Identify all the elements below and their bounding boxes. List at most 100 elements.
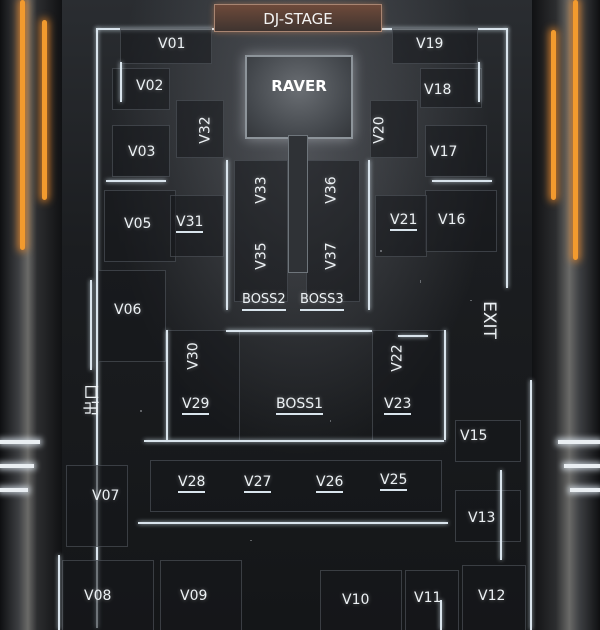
room-block — [455, 420, 521, 462]
wall — [144, 440, 444, 442]
wall — [226, 160, 228, 310]
left-pillar — [0, 0, 62, 630]
room-block — [462, 565, 526, 630]
wall — [432, 180, 492, 182]
wall — [166, 330, 168, 440]
room-label-v30: V30 — [185, 342, 202, 370]
room-label-v03: V03 — [128, 144, 156, 160]
orange-light-strip — [573, 0, 578, 260]
room-label-v16: V16 — [438, 212, 466, 228]
dust-speck — [250, 540, 252, 541]
orange-light-strip — [42, 20, 47, 200]
room-label-v26: V26 — [316, 474, 344, 493]
boss-room-label-1: BOSS1 — [276, 396, 324, 415]
room-block — [66, 465, 128, 547]
wall — [530, 380, 532, 630]
room-block — [306, 160, 360, 302]
wall — [90, 280, 92, 370]
side-light-bar — [570, 488, 600, 492]
boss-room-label-3: BOSS3 — [300, 292, 344, 311]
room-label-v37: V37 — [323, 242, 340, 270]
room-label-v35: V35 — [253, 242, 270, 270]
room-label-v18: V18 — [424, 82, 452, 98]
dust-speck — [470, 300, 472, 301]
room-label-v10: V10 — [342, 592, 370, 608]
dj-stage-label: DJ-STAGE — [263, 10, 333, 28]
wall — [58, 555, 60, 630]
wall — [478, 62, 480, 102]
room-label-v07: V07 — [92, 488, 120, 504]
wall — [368, 160, 370, 310]
room-block — [112, 125, 170, 177]
orange-light-strip — [551, 30, 556, 200]
wall — [138, 522, 448, 524]
room-label-v15: V15 — [460, 428, 488, 444]
side-light-bar — [564, 464, 600, 468]
wall — [500, 470, 502, 560]
room-block — [98, 270, 166, 362]
room-label-v36: V36 — [323, 176, 340, 204]
room-block — [425, 190, 497, 252]
room-block — [370, 100, 418, 158]
room-label-v11: V11 — [414, 590, 442, 606]
room-label-v05: V05 — [124, 216, 152, 232]
wall — [440, 600, 442, 630]
wall — [106, 180, 166, 182]
dust-speck — [330, 420, 331, 422]
room-block — [425, 125, 487, 177]
room-label-v19: V19 — [416, 36, 444, 52]
exit-label-chinese: 出口 — [82, 383, 102, 417]
room-label-v13: V13 — [468, 510, 496, 526]
stage-walkway — [288, 135, 308, 273]
exit-label: EXIT — [478, 301, 499, 339]
side-light-bar — [0, 440, 40, 444]
room-label-v17: V17 — [430, 144, 458, 160]
dust-speck — [140, 410, 142, 412]
room-label-v33: V33 — [253, 176, 270, 204]
room-label-v12: V12 — [478, 588, 506, 604]
dust-speck — [380, 250, 382, 252]
room-block — [170, 195, 224, 257]
room-block — [405, 570, 459, 630]
room-block — [320, 570, 402, 630]
room-label-v31: V31 — [176, 214, 204, 233]
dj-stage: DJ-STAGE — [214, 4, 382, 32]
room-block — [120, 28, 212, 64]
wall — [444, 330, 446, 440]
wall — [120, 62, 122, 102]
room-label-v02: V02 — [136, 78, 164, 94]
room-label-v27: V27 — [244, 474, 272, 493]
room-label-v22: V22 — [389, 344, 406, 372]
room-label-v08: V08 — [84, 588, 112, 604]
room-block — [166, 330, 240, 442]
room-block — [160, 560, 242, 630]
room-label-v20: V20 — [371, 116, 388, 144]
wall — [226, 330, 372, 332]
room-block — [234, 160, 288, 302]
room-block — [392, 28, 478, 64]
room-label-v06: V06 — [114, 302, 142, 318]
right-pillar — [532, 0, 600, 630]
side-light-bar — [0, 488, 28, 492]
raver-area: RAVER — [245, 55, 353, 139]
room-label-v28: V28 — [178, 474, 206, 493]
wall — [96, 28, 98, 628]
boss-room-label-2: BOSS2 — [242, 292, 286, 311]
wall — [398, 335, 428, 337]
side-light-bar — [0, 464, 34, 468]
room-label-v32: V32 — [197, 116, 214, 144]
room-block — [176, 100, 224, 158]
dust-speck — [420, 280, 421, 283]
room-block — [150, 460, 442, 512]
room-label-v01: V01 — [158, 36, 186, 52]
side-light-bar — [558, 440, 600, 444]
room-label-v09: V09 — [180, 588, 208, 604]
room-label-v29: V29 — [182, 396, 210, 415]
room-label-v21: V21 — [390, 212, 418, 231]
room-label-v23: V23 — [384, 396, 412, 415]
wall — [506, 28, 508, 288]
room-block — [420, 68, 482, 108]
room-block — [455, 490, 521, 542]
orange-light-strip — [20, 0, 25, 250]
